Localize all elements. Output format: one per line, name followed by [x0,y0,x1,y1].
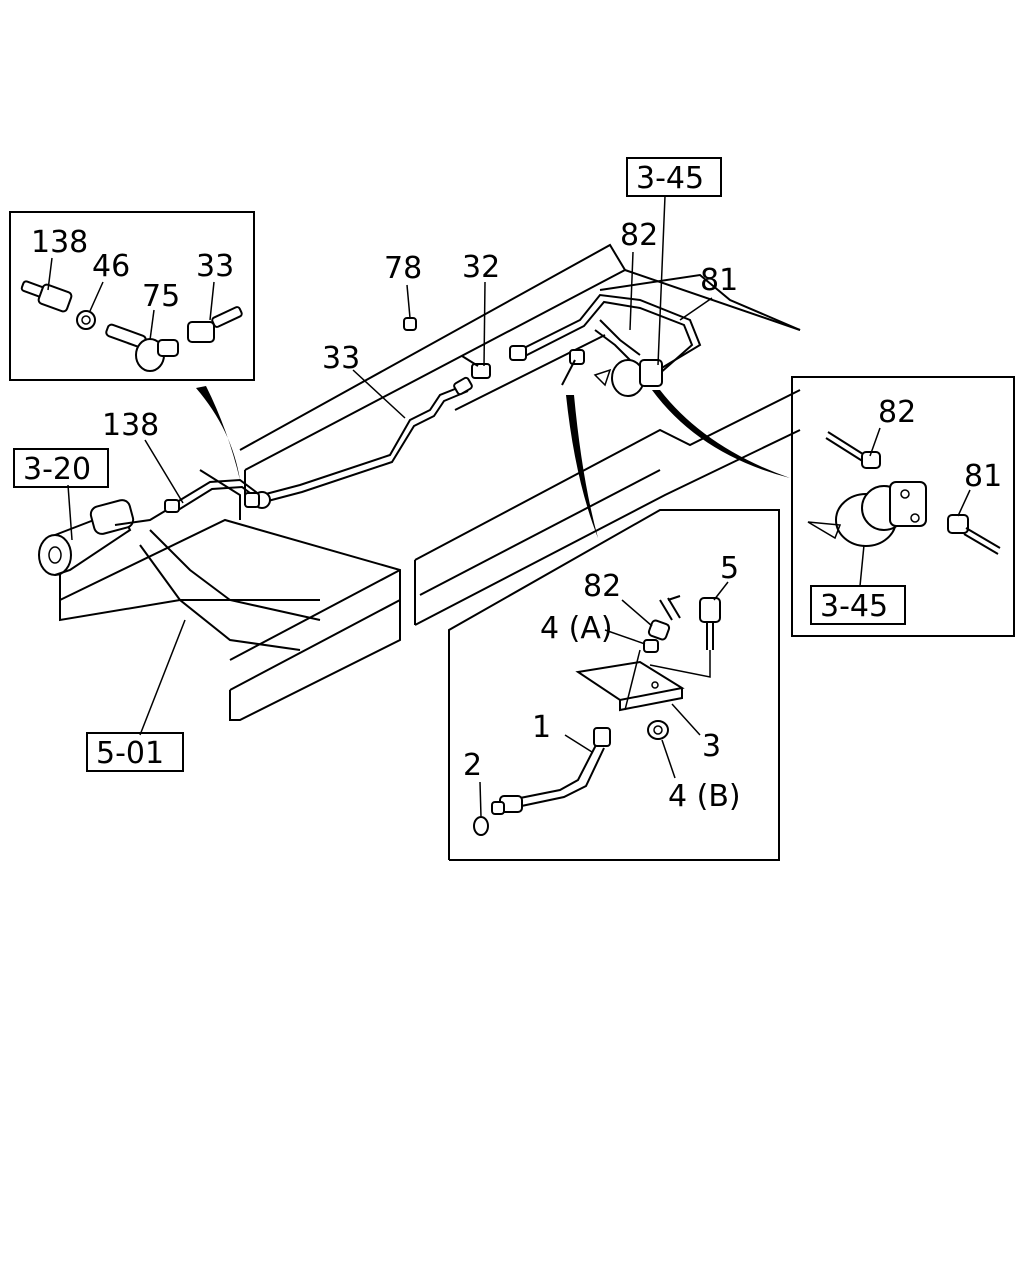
callout-5-bottom: 5 [720,551,739,586]
callout-78-main: 78 [384,251,422,286]
callout-4b-bottom: 4 (B) [668,779,741,814]
callout-4a-bottom: 4 (A) [540,611,613,646]
callout-32-main: 32 [462,250,500,285]
callout-46-inset: 46 [92,249,130,284]
callout-82-main: 82 [620,218,658,253]
main-pipe-81 [509,293,702,383]
callout-1-bottom: 1 [532,710,551,745]
ref-3-45-right: 3-45 [820,589,888,624]
pointer-top-left [196,386,240,480]
ref-3-45-top: 3-45 [636,161,704,196]
callout-2-bottom: 2 [463,748,482,783]
ref-box-5-01 [86,732,184,772]
main-fittings [403,317,663,397]
inset-right [791,376,1015,637]
callout-81-right: 81 [964,459,1002,494]
main-pipe-33 [261,376,473,503]
ref-5-01: 5-01 [96,736,164,771]
callout-33-inset: 33 [196,249,234,284]
front-joint [38,499,176,576]
ref-3-20: 3-20 [23,452,91,487]
inset-bottom [448,509,780,861]
ref-box-3-45-right [810,585,906,625]
chassis-frame [59,243,801,721]
callout-82-bottom: 82 [583,569,621,604]
ref-box-3-20 [13,448,109,488]
ref-box-3-45-top [626,157,722,197]
callout-3-bottom: 3 [702,729,721,764]
pointer-bottom [566,395,598,538]
main-leaders [67,195,713,736]
callout-81-main: 81 [700,263,738,298]
callout-138-main: 138 [102,408,159,443]
callout-82-right: 82 [878,395,916,430]
callout-138-inset: 138 [31,225,88,260]
callout-33-main: 33 [322,341,360,376]
callout-75-inset: 75 [142,279,180,314]
inset-top-left [9,211,255,381]
pointer-right [652,390,790,478]
main-pipe-138 [164,478,271,513]
